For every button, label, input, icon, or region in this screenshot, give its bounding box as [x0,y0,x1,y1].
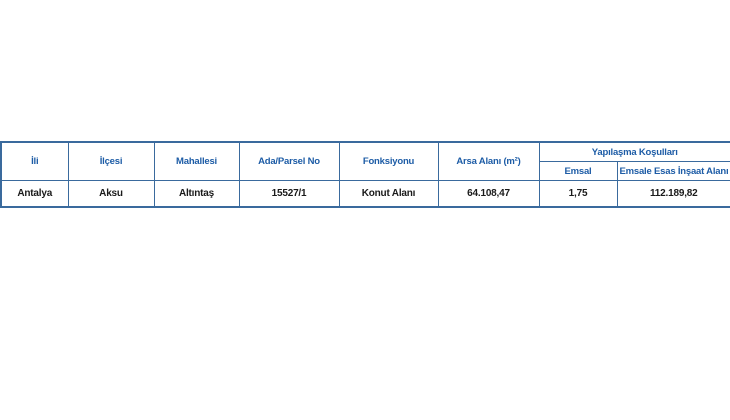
cell-neighborhood: Altıntaş [153,180,240,208]
col-header-group-building-conditions: Yapılaşma Koşulları [538,141,730,162]
col-header-district: İlçesi [67,141,155,181]
col-header-function: Fonksiyonu [338,141,439,181]
cell-function: Konut Alanı [338,180,439,208]
col-header-floor-area-ratio: Emsal [538,161,618,181]
cell-land-area: 64.108,47 [437,180,540,208]
col-header-neighborhood: Mahallesi [153,141,240,181]
table-header: İli İlçesi Mahallesi Ada/Parsel No Fonks… [0,141,730,181]
col-header-province: İli [0,141,69,181]
cell-block-parcel-no: 15527/1 [238,180,340,208]
header-row-sub: Emsal Emsale Esas İnşaat Alanı (m²) [1,161,730,181]
cell-province: Antalya [0,180,69,208]
cell-construction-area: 112.189,82 [616,180,730,208]
header-row-top: İli İlçesi Mahallesi Ada/Parsel No Fonks… [0,141,730,181]
table-row: Antalya Aksu Altıntaş 15527/1 Konut Alan… [0,180,730,208]
cell-district: Aksu [67,180,155,208]
table-body: Antalya Aksu Altıntaş 15527/1 Konut Alan… [0,180,730,208]
col-header-block-parcel-no: Ada/Parsel No [238,141,340,181]
col-header-land-area: Arsa Alanı (m²) [437,141,540,181]
col-header-construction-area: Emsale Esas İnşaat Alanı (m²) [616,161,730,181]
cell-floor-area-ratio: 1,75 [538,180,618,208]
parcel-info-table: İli İlçesi Mahallesi Ada/Parsel No Fonks… [0,141,730,208]
